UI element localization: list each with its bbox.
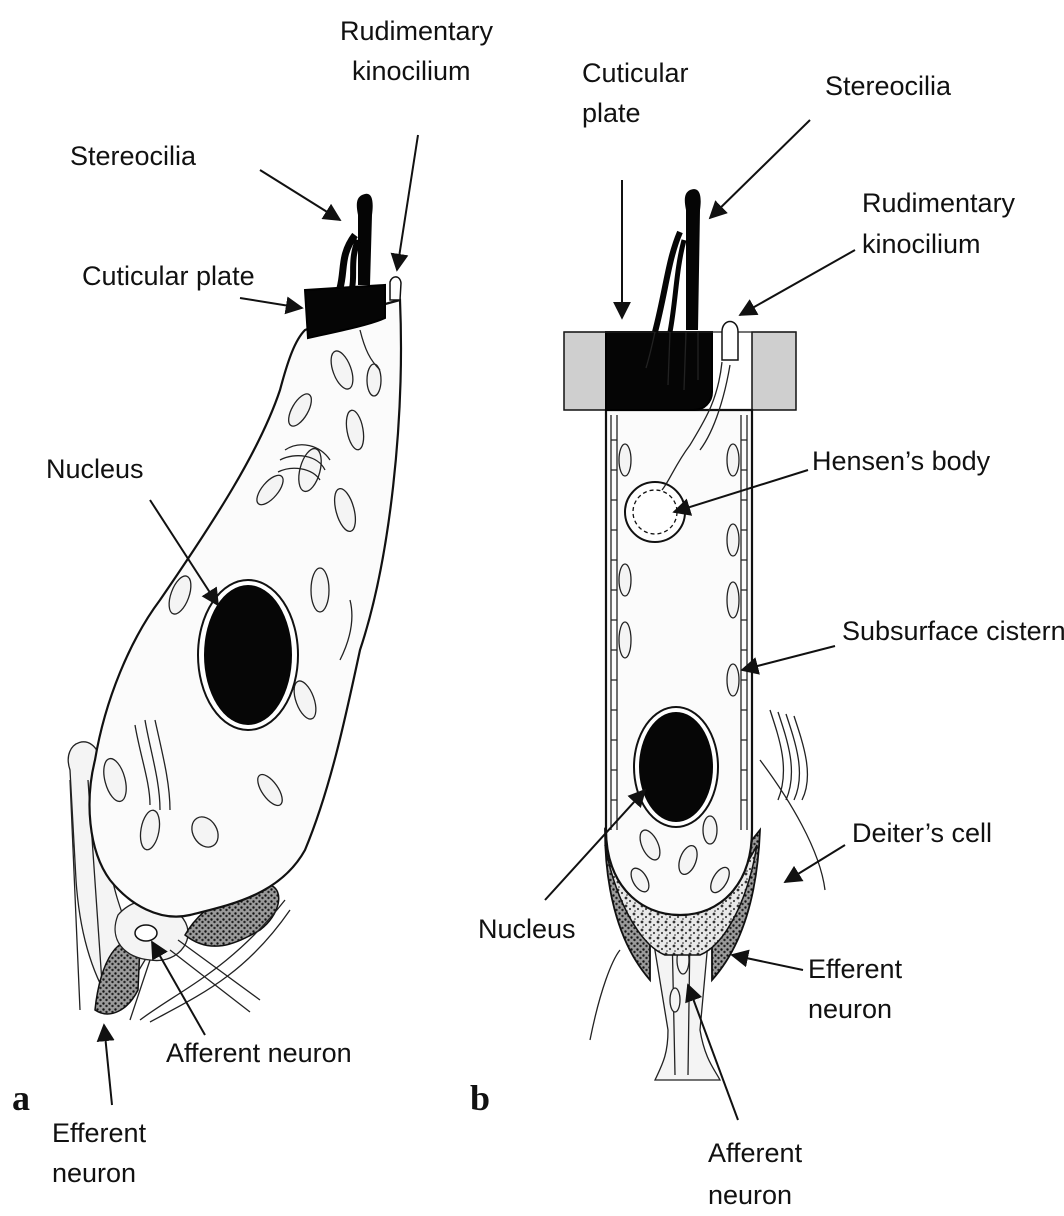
panel-b-nucleus-label: Nucleus [478, 914, 576, 944]
panel-b-kinocilium [722, 322, 738, 361]
panel-a-efferent-neuron-label-1: Efferent [52, 1118, 147, 1148]
panel-a-rudimentary-kinocilium-label-1: Rudimentary [340, 16, 494, 46]
panel-a-nucleus-label: Nucleus [46, 454, 144, 484]
panel-b-deiters-cell-label: Deiter’s cell [852, 818, 992, 848]
panel-b-rudimentary-kinocilium-label-2: kinocilium [862, 229, 981, 259]
panel-b-nucleus [634, 707, 718, 827]
panel-b-stereocilia-label: Stereocilia [825, 71, 952, 101]
panel-a-kinocilium-arrow [397, 135, 418, 270]
panel-b-hensens-body-label: Hensen’s body [812, 446, 991, 476]
panel-b-subsurface-cistern-label: Subsurface cistern [842, 616, 1064, 646]
panel-b-kinocilium-arrow [740, 250, 855, 315]
panel-b-rudimentary-kinocilium-label-1: Rudimentary [862, 188, 1016, 218]
panel-a-kinocilium [390, 277, 401, 300]
panel-a-cuticular-plate-label: Cuticular plate [82, 261, 255, 291]
panel-a-efferent-neuron-arrow [104, 1025, 112, 1105]
panel-a-stereocilia [340, 194, 373, 288]
panel-b-afferent-neuron-label-2: neuron [708, 1180, 792, 1210]
panel-b-cuticular-plate-label-2: plate [582, 98, 641, 128]
panel-a-cuticular-plate-arrow [240, 298, 302, 308]
panel-b-efferent-neuron-label-2: neuron [808, 994, 892, 1024]
panel-b-efferent-neuron-arrow [732, 955, 803, 970]
panel-a-nucleus [198, 580, 298, 730]
panel-a-stereocilia-arrow [260, 170, 340, 220]
panel-b-subsurface-cistern-arrow [742, 646, 835, 670]
panel-b-left-support-apex [564, 332, 606, 410]
panel-b-cell-body [606, 410, 752, 915]
panel-a-afferent-neuron-label: Afferent neuron [166, 1038, 352, 1068]
panel-b-right-support-apex [752, 332, 796, 410]
panel-b-deiters-cell-arrow [785, 845, 845, 882]
panel-b: Cuticular plate Stereocilia Rudimentary … [470, 58, 1064, 1210]
panel-b-cuticular-plate-label-1: Cuticular [582, 58, 689, 88]
panel-a-efferent-neuron-label-2: neuron [52, 1158, 136, 1188]
panel-b-cuticular-plate [606, 332, 712, 410]
panel-b-stereocilia-arrow [710, 120, 810, 218]
panel-a: Rudimentary kinocilium Stereocilia Cutic… [12, 16, 494, 1188]
panel-a-letter: a [12, 1078, 30, 1118]
panel-a-stereocilia-label: Stereocilia [70, 141, 197, 171]
panel-b-letter: b [470, 1078, 490, 1118]
panel-b-efferent-neuron-label-1: Efferent [808, 954, 903, 984]
panel-b-afferent-neuron-label-1: Afferent [708, 1138, 803, 1168]
panel-a-rudimentary-kinocilium-label-2: kinocilium [352, 56, 471, 86]
